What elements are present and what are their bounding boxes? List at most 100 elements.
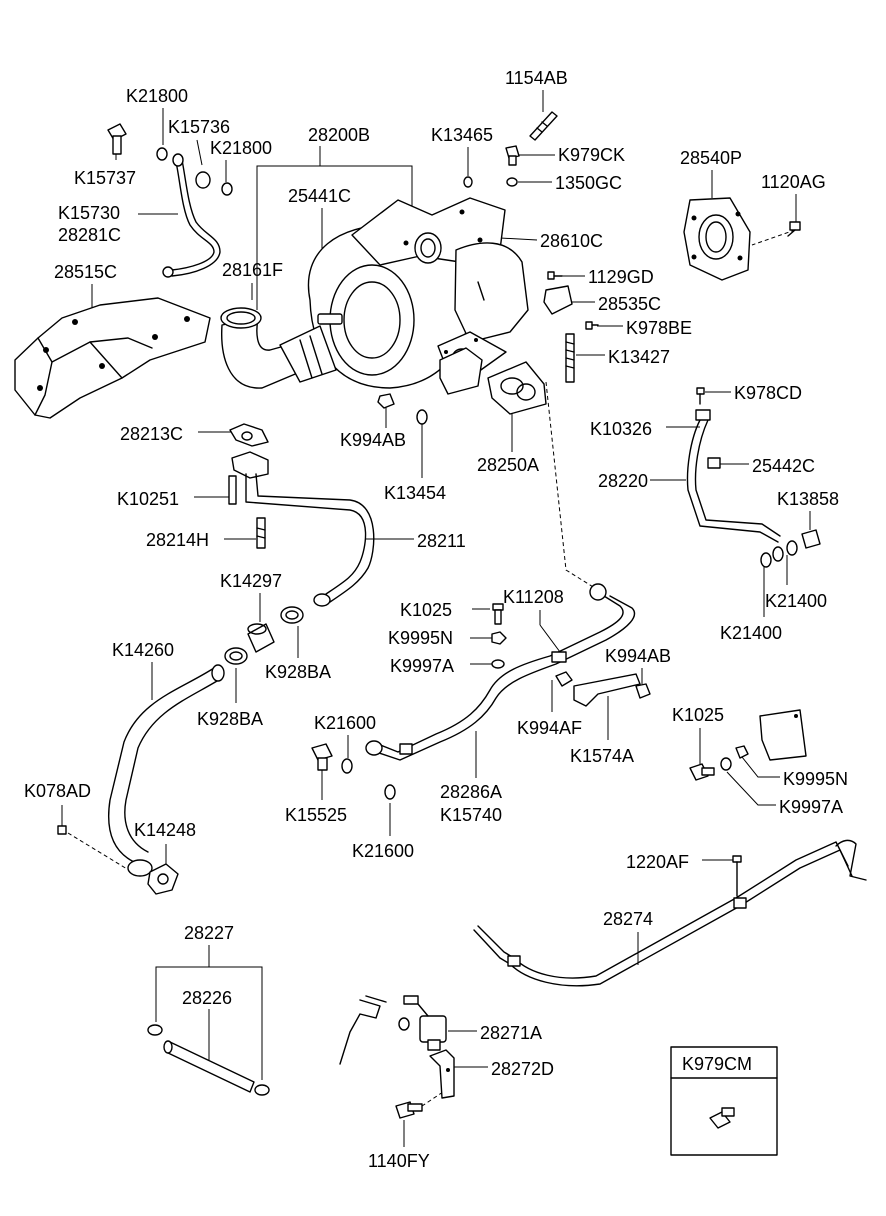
part-K15737-bolt [107, 123, 127, 155]
label-1129GD: 1129GD [588, 267, 654, 287]
part-28227-clamp-right [254, 1084, 270, 1096]
part-28250A-gasket [487, 361, 547, 415]
label-K15730: K15730 [58, 203, 120, 223]
label-28281C: 28281C [58, 225, 121, 245]
part-1120AG-bolt [787, 221, 801, 237]
label-K994AB-upper: K994AB [340, 430, 406, 450]
label-28250A: 28250A [477, 455, 539, 475]
part-K14260-pipe [107, 664, 225, 877]
part-exhaust-gasket-rear [439, 347, 483, 395]
part-28213C-gasket [229, 423, 269, 447]
label-K14297: K14297 [220, 571, 282, 591]
part-K13465-nut [463, 176, 473, 188]
label-K21600-lower: K21600 [352, 841, 414, 861]
label-K15525: K15525 [285, 805, 347, 825]
label-K9997A-right: K9997A [779, 797, 843, 817]
part-K1574A-bracket [573, 673, 641, 707]
leader-lines [61, 90, 811, 1147]
part-28281C-oil-pipe [162, 153, 221, 278]
label-K21400-lower: K21400 [720, 623, 782, 643]
part-1350GC-washer [506, 177, 518, 187]
label-28161F: 28161F [222, 260, 283, 280]
label-K13454: K13454 [384, 483, 446, 503]
label-1120AG: 1120AG [761, 172, 826, 192]
part-28272D-bracket [429, 1049, 455, 1099]
part-28227-clamp-left [147, 1024, 163, 1036]
part-1140FY-bolt [395, 1101, 423, 1119]
K979CM-bolt-icon [709, 1107, 735, 1129]
label-K978CD: K978CD [734, 383, 802, 403]
part-K994AB-nut-upper [377, 393, 395, 409]
label-K9997A-mid: K9997A [390, 656, 454, 676]
label-28274: 28274 [603, 909, 653, 929]
part-K928BA-clamp-lower [224, 647, 248, 665]
label-28226: 28226 [182, 988, 232, 1008]
part-K13858-bolt [801, 529, 821, 549]
label-28214H: 28214H [146, 530, 209, 550]
part-28535C-bracket [543, 285, 573, 315]
label-28535C: 28535C [598, 294, 661, 314]
label-K21800-mid: K21800 [210, 138, 272, 158]
label-K15736: K15736 [168, 117, 230, 137]
part-K928BA-clamp-upper [280, 606, 304, 624]
label-1154AB: 1154AB [505, 68, 568, 88]
label-28213C: 28213C [120, 424, 183, 444]
label-1140FY: 1140FY [368, 1151, 430, 1171]
label-28220: 28220 [598, 471, 648, 491]
label-K13858: K13858 [777, 489, 839, 509]
part-K979CK-bolt [505, 145, 520, 166]
part-K9997A-washer-right [720, 757, 732, 771]
label-K978BE: K978BE [626, 318, 692, 338]
label-K10251: K10251 [117, 489, 179, 509]
part-K078AD-bolt [57, 825, 67, 835]
label-K1574A: K1574A [570, 746, 634, 766]
label-K15740: K15740 [440, 805, 502, 825]
part-1129GD-bolt [547, 271, 563, 280]
part-28271A-solenoid [339, 995, 447, 1065]
part-K1025-bolt-right [689, 763, 715, 781]
part-K9995N-washer-mid [491, 631, 507, 645]
part-28515C-heat-shield [14, 297, 211, 419]
part-K14248-gasket [147, 863, 179, 895]
label-K928BA-upper: K928BA [265, 662, 331, 682]
label-K11208: K11208 [503, 587, 564, 607]
part-28226-hose [163, 1040, 255, 1093]
part-28220-pipe [686, 409, 781, 543]
part-28211-drain-pipe [231, 451, 375, 607]
part-right-bracket [759, 709, 807, 761]
part-K21800-washer-mid [221, 182, 233, 196]
label-25441C: 25441C [288, 186, 351, 206]
label-25442C: 25442C [752, 456, 815, 476]
part-labels: 1154AB K21800 K15736 28200B K13465 K979C… [24, 68, 848, 1171]
K979CM-reference-box [670, 1046, 778, 1156]
label-K078AD: K078AD [24, 781, 91, 801]
label-K13465: K13465 [431, 125, 493, 145]
label-K9995N-mid: K9995N [388, 628, 453, 648]
label-K14248: K14248 [134, 820, 196, 840]
label-K9995N-right: K9995N [783, 769, 848, 789]
label-28610C: 28610C [540, 231, 603, 251]
label-28515C: 28515C [54, 262, 117, 282]
part-K994AF-nut [555, 671, 573, 687]
label-K13427: K13427 [608, 347, 670, 367]
part-K978CD-bolt [696, 387, 705, 405]
part-K13427-stud [565, 333, 575, 383]
part-K9997A-washer-mid [491, 659, 505, 669]
label-28286A: 28286A [440, 782, 502, 802]
part-28540P-flange [683, 197, 751, 281]
part-K21600-washer-lower [384, 784, 396, 800]
part-turbocharger-assembly [220, 197, 529, 389]
part-K14297-hose [247, 623, 275, 653]
part-1154AB-stud [529, 111, 558, 141]
part-K15525-banjo-bolt [311, 743, 333, 771]
part-K15736-fitting [195, 171, 211, 189]
label-K979CK: K979CK [558, 145, 625, 165]
part-1220AF-bolt [732, 855, 742, 897]
label-K21800-top: K21800 [126, 86, 188, 106]
label-28211: 28211 [417, 531, 466, 551]
label-1350GC: 1350GC [555, 173, 622, 193]
label-K928BA-lower: K928BA [197, 709, 263, 729]
part-K13454-washer [416, 409, 428, 425]
part-K10251-bolt [228, 475, 237, 505]
